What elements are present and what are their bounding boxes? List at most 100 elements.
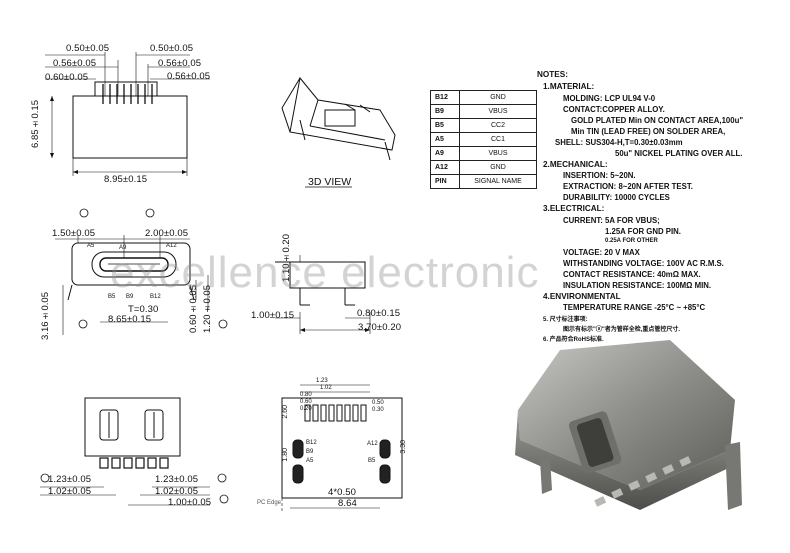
note-line: 1.25A FOR GND PIN. (605, 226, 681, 236)
pin-cell: PIN (430, 174, 460, 189)
note-line: 2.MECHANICAL: (543, 159, 608, 169)
pcb-dim-0-50: 0.50 (372, 400, 384, 406)
pin-cell: B12 (430, 90, 460, 105)
pcb-dim-0-80: 0.80 (300, 392, 312, 398)
top-dim-width: 8.95±0.15 (104, 174, 148, 185)
pcb-dim-0-30: 0.30 (372, 407, 384, 413)
bottom-dim-pitch: 1.00±0.05 (168, 497, 212, 508)
note-line: 3.ELECTRICAL: (543, 204, 605, 214)
top-dim-pin-width-b: 0.56±0.05 (158, 58, 202, 69)
note-line: CONTACT RESISTANCE: 40mΩ MAX. (563, 269, 701, 279)
note-line: DURABILITY: 10000 CYCLES (563, 193, 670, 203)
pcb-pin-a12: A12 (367, 441, 378, 447)
note-line: GOLD PLATED Min ON CONTACT AREA,100u" (571, 115, 744, 125)
top-dim-pin-spacing: 0.60±0.05 (45, 72, 89, 83)
pcb-dim-width: 8.64 (338, 498, 357, 509)
pin-cell: A5 (430, 132, 460, 147)
signal-cell: CC2 (459, 118, 537, 133)
front-pin-a12: A12 (166, 243, 177, 249)
side-view-body (289, 261, 366, 289)
front-view-shell (71, 242, 191, 286)
watermark-text: excellence electronic (110, 248, 540, 297)
note-line: VOLTAGE: 20 V MAX (563, 247, 640, 257)
signal-cell: SIGNAL NAME (459, 174, 537, 189)
top-dim-depth: 6.85±0.15 (30, 100, 41, 148)
top-view-pin-block (94, 81, 158, 97)
bottom-dim-right-a: 1.23±0.05 (155, 474, 199, 485)
front-dim-thickness: T=0.30 (128, 304, 159, 315)
pcb-dim-0-20: 0.20 (300, 406, 312, 412)
front-pin-a9: A9 (119, 245, 127, 251)
pcb-outline (281, 397, 403, 499)
note-line: 图示有标示"ⓐ"者为管样全检,重点管控尺寸. (563, 327, 681, 334)
side-dim-right: 0.80±0.15 (357, 308, 401, 319)
pin-cell: B5 (430, 118, 460, 133)
top-dim-pitch-b: 0.50±0.05 (150, 43, 194, 54)
pin-cell: B9 (430, 104, 460, 119)
pcb-dim-1-80: 1.80 (282, 448, 289, 462)
note-line: Min TIN (LEAD FREE) ON SOLDER AREA, (571, 126, 726, 136)
bottom-view-body (84, 397, 181, 457)
pcb-dim-3-30: 3.30 (400, 440, 407, 454)
pcb-dim-0-60: 0.60 (300, 399, 312, 405)
top-dim-pin-width-a: 0.56±0.05 (53, 58, 97, 69)
pcb-pin-b9: B9 (306, 449, 314, 455)
note-line: INSULATION RESISTANCE: 100MΩ MIN. (563, 280, 712, 290)
note-line: CONTACT:COPPER ALLOY. (563, 104, 665, 114)
note-line: TEMPERATURE RANGE -25°C ~ +85°C (563, 303, 706, 313)
front-dim-width: 8.65±0.15 (108, 314, 152, 325)
pcb-dim-holes: 4*0.50 (328, 487, 357, 498)
note-line: 6. 产品符合RoHS标准. (543, 337, 604, 344)
front-pin-a5: A5 (87, 243, 95, 249)
iso-view-shape (281, 76, 396, 161)
signal-cell: VBUS (459, 146, 537, 161)
pcb-pin-b5: B5 (368, 458, 376, 464)
note-line: WITHSTANDING VOLTAGE: 100V AC R.M.S. (563, 258, 724, 268)
pcb-dim-2-60: 2.60 (282, 405, 289, 419)
pcb-edge-label: PC Edge (257, 500, 282, 506)
note-line: 0.25A FOR OTHER (605, 237, 658, 244)
front-pin-b9: B9 (126, 294, 134, 300)
side-dim-left: 1.00±0.15 (251, 310, 295, 321)
bottom-dim-right-b: 1.02±0.05 (155, 486, 199, 497)
signal-cell: GND (459, 90, 537, 105)
front-dim-right: 2.00±0.05 (145, 228, 189, 239)
note-line: EXTRACTION: 8~20N AFTER TEST. (563, 182, 693, 192)
front-dim-left: 1.50±0.05 (52, 228, 96, 239)
signal-cell: VBUS (459, 104, 537, 119)
bottom-dim-left-a: 1.23±0.05 (48, 474, 92, 485)
top-view-body (72, 95, 188, 159)
note-line: 4.ENVIRONMENTAL (543, 291, 621, 301)
front-dim-height: 3.16±0.05 (40, 292, 51, 340)
note-line: SHELL: SUS304-H,T=0.30±0.03mm (555, 137, 683, 147)
pcb-dim-1-23: 1.23 (316, 378, 328, 384)
side-dim-depth: 3.70±0.20 (358, 322, 402, 333)
note-line: 50u" NICKEL PLATING OVER ALL. (615, 148, 743, 158)
bottom-dim-left-b: 1.02±0.05 (48, 486, 92, 497)
note-line: MOLDING: LCP UL94 V-0 (563, 93, 656, 103)
notes-title: NOTES: (537, 70, 568, 79)
front-pin-b12: B12 (150, 294, 161, 300)
pcb-pin-b12: B12 (306, 440, 317, 446)
iso-view-label: 3D VIEW (308, 176, 352, 188)
signal-cell: CC1 (459, 132, 537, 147)
top-dim-pitch-a: 0.50±0.05 (66, 43, 110, 54)
note-line: 5. 尺寸标注事项: (543, 317, 588, 324)
note-line: CURRENT: 5A FOR VBUS; (563, 215, 660, 225)
note-line: 1.MATERIAL: (543, 82, 595, 91)
signal-cell: GND (459, 160, 537, 175)
top-dim-pin-width-c: 0.56±0.05 (167, 71, 211, 82)
note-line: INSERTION: 5~20N. (563, 171, 636, 181)
front-pin-b5: B5 (108, 294, 116, 300)
pin-cell: A9 (430, 146, 460, 161)
pin-cell: A12 (430, 160, 460, 175)
